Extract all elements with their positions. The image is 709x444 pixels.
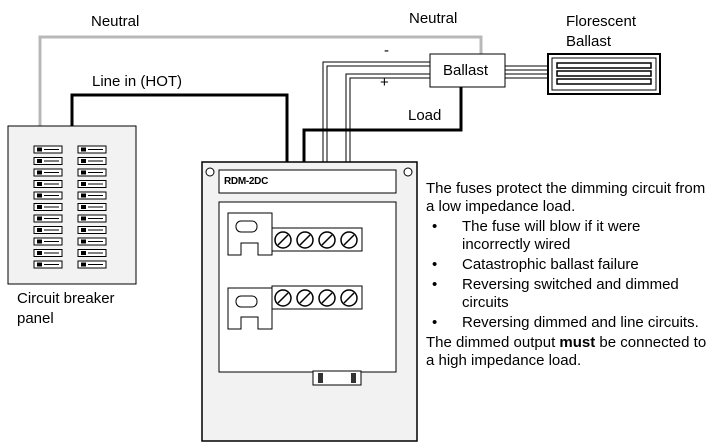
terminal-screw — [340, 289, 358, 307]
breaker-switch — [77, 168, 107, 177]
breaker-switch — [77, 260, 107, 269]
florescent-label-line2: Ballast — [566, 33, 612, 50]
fixture-wires — [505, 65, 548, 79]
breaker-switch — [33, 249, 63, 257]
list-item: Reversing dimmed and line circuits. — [426, 314, 709, 332]
plus-symbol: + — [380, 74, 389, 91]
breaker-switch — [33, 226, 63, 234]
terminal-screw — [318, 289, 336, 307]
terminal-screw — [318, 231, 336, 249]
ballast-box — [429, 53, 506, 88]
florescent-label-line1: Florescent — [566, 13, 637, 30]
list-item: The fuse will blow if it were incorrectl… — [426, 218, 709, 254]
minus-symbol: - — [384, 42, 389, 59]
module-model-label: RDM-2DC — [224, 176, 269, 187]
module-slot — [312, 370, 362, 386]
breaker-column-right — [77, 145, 107, 269]
breaker-switch — [77, 237, 107, 246]
upper-terminal-block — [271, 227, 363, 252]
breaker-switch — [77, 226, 107, 234]
terminal-screw — [296, 289, 314, 307]
neutral-wire — [38, 35, 483, 126]
terminal-screw — [274, 289, 292, 307]
list-item: Reversing switched and dimmed circuits — [426, 276, 709, 312]
model-label-plate — [218, 169, 397, 194]
list-item: Catastrophic ballast failure — [426, 256, 709, 274]
breaker-switch — [33, 145, 63, 154]
terminal-screw — [296, 231, 314, 249]
breaker-switch — [33, 237, 63, 246]
breaker-switch — [33, 260, 63, 269]
breaker-switch — [77, 157, 107, 165]
breaker-label-line2: panel — [17, 310, 54, 327]
breaker-switch — [33, 191, 63, 200]
breaker-switch — [77, 249, 107, 257]
notes-panel: The fuses protect the dimming circuit fr… — [426, 180, 709, 370]
dimming-module — [201, 161, 418, 442]
breaker-switch — [33, 168, 63, 177]
lower-terminal-block — [271, 285, 363, 310]
notes-bullet-list: The fuse will blow if it were incorrectl… — [426, 218, 709, 332]
terminal-screw — [274, 231, 292, 249]
line-in-label: Line in (HOT) — [92, 73, 183, 90]
breaker-switch — [33, 180, 63, 188]
breaker-switch — [33, 157, 63, 165]
breaker-switch — [77, 203, 107, 211]
notes-intro: The fuses protect the dimming circuit fr… — [426, 180, 706, 215]
neutral-label-right: Neutral — [409, 10, 458, 27]
breaker-column-left — [33, 145, 63, 269]
terminal-screw — [340, 231, 358, 249]
breaker-switch — [33, 203, 63, 211]
emphasis-must: must — [559, 334, 596, 351]
breaker-switch — [77, 180, 107, 188]
florescent-fixture — [547, 53, 661, 95]
breaker-switch — [77, 145, 107, 154]
upper-fuse-holder — [227, 212, 273, 256]
load-label: Load — [408, 107, 442, 124]
breaker-switch — [77, 191, 107, 200]
breaker-label-line1: Circuit breaker — [17, 290, 115, 307]
breaker-switch — [77, 214, 107, 223]
breaker-switch — [33, 214, 63, 223]
ballast-label: Ballast — [443, 62, 489, 79]
notes-closing: The dimmed output must be connected to a… — [426, 334, 707, 369]
circuit-breaker-panel — [7, 125, 137, 285]
neutral-label-left: Neutral — [91, 13, 140, 30]
